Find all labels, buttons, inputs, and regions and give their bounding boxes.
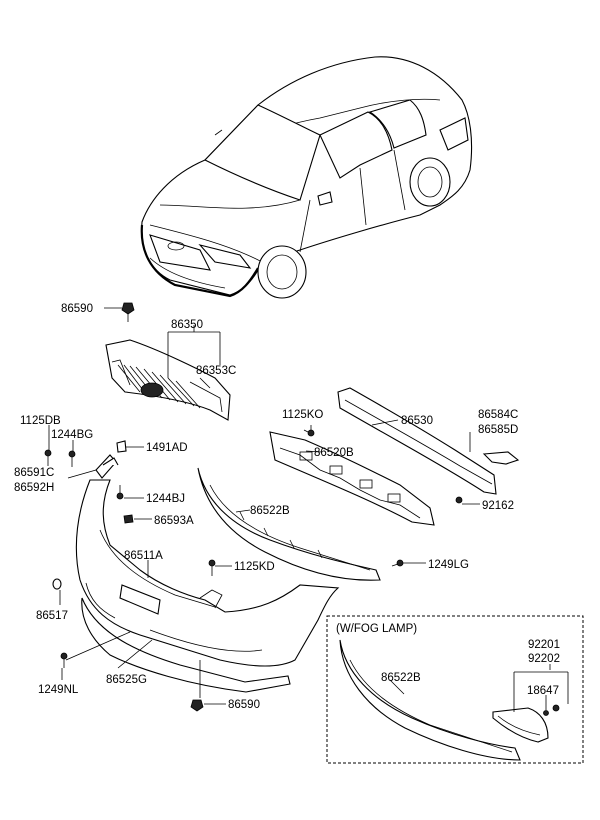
screw-1249lg-icon (396, 559, 404, 567)
label-92201: 92201 (528, 639, 560, 651)
bracket-86584c (482, 451, 520, 465)
inset-frame (326, 615, 584, 764)
label-86530: 86530 (401, 415, 433, 427)
label-86517: 86517 (36, 610, 68, 622)
emblem-icon (140, 382, 164, 398)
label-86592h: 86592H (14, 482, 54, 494)
screw-1125db-icon (44, 449, 52, 457)
label-92162: 92162 (482, 500, 514, 512)
screw-1244bj-icon (116, 492, 124, 500)
leader-lines (48, 307, 480, 705)
label-86353c: 86353C (196, 365, 236, 377)
label-1491ad: 1491AD (146, 442, 188, 454)
clip-86590-top (121, 302, 135, 322)
label-86525g: 86525G (106, 674, 147, 686)
clip-86590-bottom-icon (190, 699, 204, 712)
screw-92162-icon (455, 496, 463, 504)
label-1249nl: 1249NL (38, 684, 79, 696)
screw-1125kd-icon (208, 559, 216, 567)
screw-1244bg-icon (68, 450, 76, 458)
screw-18647-icon (552, 704, 560, 712)
lower-grille (197, 467, 381, 581)
label-1125kd: 1125KD (234, 561, 275, 573)
bumper-cover (75, 479, 340, 667)
label-92202: 92202 (528, 653, 560, 665)
callout-labels: 86590 86350 86353C 1125DB 1244BG 1491AD … (14, 303, 560, 711)
label-86520b: 86520B (314, 447, 354, 459)
label-1249lg: 1249LG (428, 559, 469, 571)
bumper-lip (81, 597, 291, 693)
label-86584c: 86584C (478, 409, 518, 421)
label-86591c: 86591C (14, 467, 54, 479)
label-86522b-main: 86522B (250, 505, 290, 517)
screw-1125ko-icon (307, 429, 315, 437)
cap-86517-icon (52, 578, 62, 590)
label-86522b-inset: 86522B (381, 672, 421, 684)
label-86593a: 86593A (154, 515, 194, 527)
car-illustration (140, 56, 473, 299)
label-86590-bottom: 86590 (228, 699, 260, 711)
label-1125ko: 1125KO (282, 409, 323, 421)
label-1244bj: 1244BJ (146, 493, 185, 505)
radiator-grille (105, 339, 231, 421)
label-1125db: 1125DB (20, 415, 61, 427)
label-18647: 18647 (527, 685, 559, 697)
clip-1491ad-icon (116, 440, 127, 453)
label-1244bg: 1244BG (51, 429, 93, 441)
fog-lamp-inset (326, 615, 584, 764)
energy-absorber (269, 431, 435, 526)
screw-1249nl-icon (60, 652, 68, 660)
bumper-beam (337, 387, 497, 495)
label-86590-top: 86590 (61, 303, 93, 315)
fasteners (44, 425, 463, 712)
bracket-86591c (95, 454, 119, 479)
label-86350: 86350 (171, 319, 203, 331)
inset-title: (W/FOG LAMP) (336, 623, 417, 635)
clip-86593a-icon (123, 514, 134, 524)
label-86511a: 86511A (124, 550, 163, 562)
label-86585d: 86585D (478, 424, 518, 436)
